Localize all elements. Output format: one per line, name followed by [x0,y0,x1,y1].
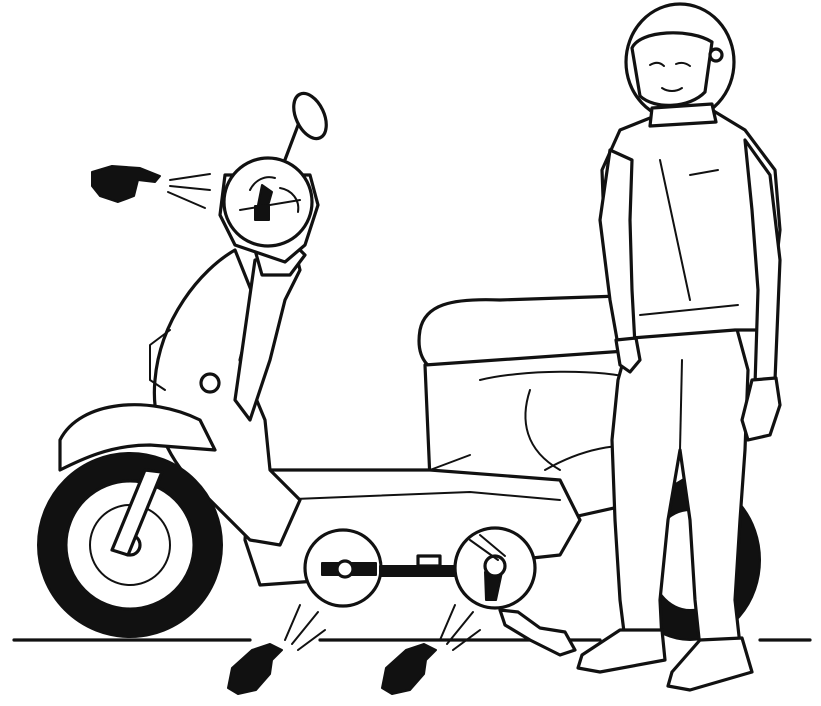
emphasis-rays-icon [285,605,325,650]
pointing-hand-icon [382,644,436,694]
emphasis-rays-icon [440,605,480,650]
brake-lever-inspection-circle [224,158,312,246]
sidestand-inspection-circle [305,530,381,606]
rider-boot-left [578,630,665,672]
pointing-hand-icon [228,644,282,694]
scooter-mirror [283,88,333,165]
emphasis-rays-icon [168,174,210,208]
center-stand [500,610,575,655]
kickstand-inspection-circle [455,528,535,608]
pointing-hand-icon [92,166,160,202]
rider-boot-right [668,638,752,690]
